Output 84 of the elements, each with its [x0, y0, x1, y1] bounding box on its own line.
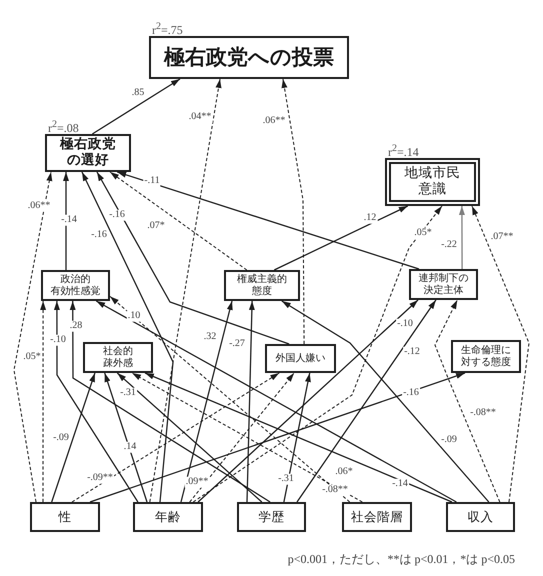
arrow — [296, 300, 436, 502]
coefficient-label: -.22 — [440, 240, 458, 250]
arrow — [104, 372, 148, 502]
dashed-arrow — [40, 300, 46, 502]
arrow — [180, 300, 233, 502]
coefficient-label: .07* — [146, 220, 166, 232]
dashed-arrow — [434, 300, 500, 502]
variable-box: 年齢 — [133, 502, 203, 532]
coefficient-label: .14 — [122, 442, 138, 452]
arrow — [96, 300, 457, 503]
coefficient-label: .05* — [413, 228, 433, 238]
dashed-arrow — [110, 296, 350, 502]
coefficient-label: .07** — [490, 232, 514, 242]
coefficient-label: -.31 — [277, 474, 295, 484]
coefficient-label: -.14 — [60, 214, 78, 226]
coefficient-label: -.10 — [49, 334, 67, 346]
coefficient-label: .10 — [126, 310, 142, 322]
r-squared-label: r$^{2}$=.08 — [48, 120, 79, 134]
coefficient-label: -.10 — [396, 318, 414, 330]
coefficient-label: .06* — [334, 466, 354, 478]
variable-box: 極右政党への投票 — [149, 36, 349, 79]
variable-box: 連邦制下の決定主体 — [409, 269, 478, 300]
dashed-arrow — [14, 172, 52, 502]
coefficient-label: .09** — [184, 476, 210, 488]
arrow — [54, 301, 138, 502]
arrow — [198, 300, 418, 502]
coefficient-label: -.16 — [90, 230, 108, 240]
variable-box: 収入 — [446, 502, 515, 532]
r-squared-label: r$^{2}$=.14 — [388, 144, 419, 158]
arrow — [70, 301, 270, 503]
dashed-arrow — [192, 206, 442, 502]
arrow — [51, 372, 96, 502]
arrow — [281, 300, 490, 502]
dashed-arrow — [149, 78, 222, 502]
coefficient-label: .32 — [202, 332, 218, 342]
dashed-arrow — [132, 372, 363, 502]
coefficient-label: -.14 — [391, 478, 409, 490]
arrow — [96, 172, 290, 345]
coefficient-label: -.12 — [403, 346, 421, 358]
dashed-arrow — [472, 206, 530, 502]
coefficient-label: .04** — [188, 112, 212, 122]
coefficient-label: .06** — [26, 200, 52, 212]
coefficient-label: -.09 — [440, 434, 458, 446]
coefficient-label: -.09 — [52, 432, 70, 444]
r-squared-label: r$^{2}$=.75 — [152, 22, 183, 36]
dashed-arrow — [282, 78, 305, 344]
coefficient-label: .05* — [22, 352, 42, 362]
variable-box: 権威主義的態度 — [224, 270, 300, 301]
arrow — [81, 172, 174, 502]
coefficient-label: -.31 — [119, 388, 137, 398]
dashed-arrow — [72, 372, 280, 502]
arrow — [144, 372, 452, 503]
coefficient-label: -.16 — [108, 210, 126, 220]
coefficient-label: -.08** — [469, 408, 497, 418]
coefficient-label: .85 — [130, 88, 146, 98]
variable-box: 極右政党の選好 — [45, 134, 131, 172]
arrow — [246, 300, 255, 502]
variable-box: 生命倫理に対する態度 — [451, 340, 521, 373]
coefficient-label: -.11 — [143, 176, 161, 186]
arrow — [117, 171, 420, 270]
arrow — [90, 372, 466, 503]
coefficient-label: -.09** — [86, 472, 114, 484]
double-border-box: 地域市民意識 — [385, 158, 480, 206]
arrow — [274, 205, 408, 271]
arrow — [116, 372, 262, 502]
coefficient-label: -.08** — [321, 484, 349, 496]
arrow — [458, 206, 465, 269]
coefficient-label: -.27 — [228, 338, 246, 350]
coefficient-label: -.16 — [402, 388, 420, 398]
arrow — [92, 78, 180, 135]
variable-box: 性 — [30, 502, 100, 532]
significance-note: p<0.001，ただし、**は p<0.01，*は p<0.05 — [288, 552, 515, 566]
variable-box: 外国人嫌い — [265, 344, 336, 373]
variable-box: 学歴 — [237, 502, 306, 532]
arrow — [63, 172, 69, 270]
coefficient-label: .28 — [68, 320, 84, 332]
dashed-arrow — [189, 372, 295, 502]
arrow — [283, 372, 311, 502]
variable-box: 社会的疎外感 — [83, 342, 153, 373]
coefficient-label: .12 — [362, 212, 378, 224]
variable-box: 社会階層 — [342, 502, 412, 532]
variable-box: 政治的有効性感覚 — [41, 270, 110, 301]
coefficient-label: .06** — [262, 116, 286, 126]
dashed-arrow — [110, 172, 248, 270]
